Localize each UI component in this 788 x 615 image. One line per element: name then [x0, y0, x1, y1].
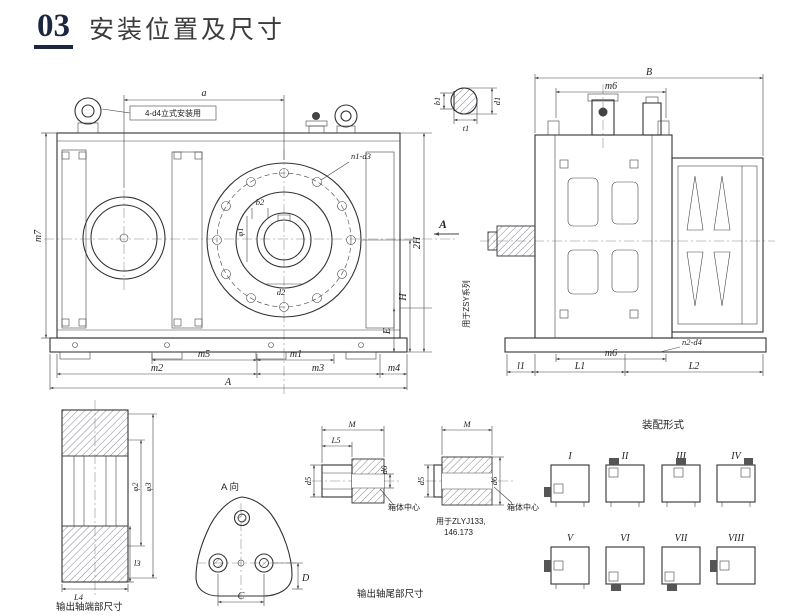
dim-b1-label: b1 — [432, 97, 442, 106]
dim-t1-label: t1 — [463, 123, 470, 133]
dim-m7-label: m7 — [33, 229, 44, 242]
second-shaft-boss — [642, 96, 662, 136]
output-shaft-tail-details: M L5 d5 d6 箱体中心 M — [303, 419, 539, 600]
usage-note-line1: 用于ZLYJ133, — [436, 517, 486, 526]
output-bearing-flange — [206, 162, 362, 318]
front-dimensions: a 4-d4立式安装用 m7 n1-d3 b2 φ1 d2 — [33, 88, 432, 390]
assembly-form-5 — [544, 546, 590, 589]
assembly-form-6 — [605, 546, 645, 591]
note-zsy-series: 用于ZSY系列 — [461, 280, 471, 328]
side-housing — [504, 120, 767, 353]
dim-D-label: D — [301, 573, 310, 584]
dim-M-left-label: M — [347, 419, 356, 429]
dim-a-label: a — [202, 88, 207, 99]
lifting-eye-right — [334, 104, 358, 134]
dim-b2-label: b2 — [256, 197, 265, 207]
side-dimensions: B m6 m6 l1 L1 L2 n2-d4 — [506, 67, 764, 376]
dim-d1-label: d1 — [492, 97, 502, 106]
label-n2-d4: n2-d4 — [682, 337, 703, 347]
dim-L5-label: L5 — [331, 435, 341, 445]
front-housing — [49, 132, 408, 360]
dim-m2-label: m2 — [151, 363, 163, 374]
dim-L1-label: L1 — [574, 361, 586, 372]
dim-e-label: E — [382, 328, 393, 335]
shaft-end-caption: 输出轴端部尺寸 — [56, 601, 123, 613]
dim-B-label: B — [646, 67, 652, 78]
key-section-detail: b1 t1 d1 — [432, 87, 502, 133]
lifting-eye-left — [74, 97, 102, 134]
page-header: 03 安装位置及尺寸 — [34, 10, 285, 49]
dim-phi3-label: φ3 — [143, 483, 153, 492]
front-view: a 4-d4立式安装用 m7 n1-d3 b2 φ1 d2 — [33, 88, 459, 396]
assembly-form-2 — [605, 458, 645, 507]
assembly-form-8 — [710, 546, 756, 585]
fan-housing — [671, 157, 764, 333]
assembly-label-1: I — [567, 451, 572, 462]
breather-vent — [305, 112, 328, 134]
dim-C-label: C — [238, 591, 245, 602]
assembly-forms: 装配形式 I II III IV — [544, 418, 756, 591]
center-note-left: 箱体中心 — [388, 502, 420, 512]
dim-2h-label: 2H — [412, 236, 423, 249]
a-direction-view: A 向 C D — [195, 481, 310, 606]
dim-M-right-label: M — [462, 419, 471, 429]
dim-m3-label: m3 — [312, 363, 324, 374]
dim-m6-bottom-label: m6 — [605, 348, 617, 359]
assembly-label-7: VII — [675, 533, 688, 544]
side-view: b1 t1 d1 — [432, 67, 775, 376]
assembly-label-4: IV — [730, 451, 742, 462]
dim-m6-top-label: m6 — [605, 81, 617, 92]
label-n1-d3: n1-d3 — [351, 151, 371, 161]
dim-d6-left-label: d6 — [379, 465, 389, 474]
assembly-label-5: V — [567, 533, 575, 544]
note-vertical-mount: 4-d4立式安装用 — [145, 108, 201, 118]
assembly-form-1 — [544, 464, 590, 507]
dim-m5-label: m5 — [198, 349, 210, 360]
dim-d6-right-label: d6 — [489, 476, 499, 485]
assembly-label-2: II — [621, 451, 629, 462]
dim-l1-label: l1 — [517, 361, 525, 372]
assembly-label-3: III — [675, 451, 687, 462]
dim-d5-right-label: d5 — [416, 477, 426, 486]
dim-m1-label: m1 — [290, 349, 302, 360]
section-view-indicator: A — [434, 219, 459, 236]
input-bearing-bore — [82, 196, 166, 280]
assembly-title: 装配形式 — [642, 418, 684, 431]
dim-d2-label: d2 — [277, 287, 286, 297]
output-shaft-stub — [487, 225, 536, 257]
shaft-end-view: l3 φ2 φ3 L4 输出轴端部尺寸 — [56, 400, 157, 613]
assembly-form-7 — [661, 546, 701, 591]
dim-phi1-label: φ1 — [235, 228, 245, 237]
dim-phi2-label: φ2 — [130, 482, 140, 492]
tail-caption: 输出轴尾部尺寸 — [357, 588, 424, 600]
dim-h-label: H — [398, 293, 409, 302]
input-shaft-boss — [587, 93, 619, 136]
page-number: 03 — [34, 10, 73, 49]
usage-note-line2: 146.173 — [444, 528, 473, 537]
assembly-form-3 — [661, 458, 701, 507]
assembly-form-4 — [716, 458, 756, 507]
center-note-right: 箱体中心 — [507, 502, 539, 512]
view-arrow-a-label: A — [438, 219, 447, 231]
a-view-label: A 向 — [221, 481, 239, 493]
dim-L2-label: L2 — [688, 361, 700, 372]
dim-L4-label: L4 — [73, 592, 84, 602]
assembly-label-8: VIII — [728, 533, 745, 544]
dim-l3-label: l3 — [134, 558, 141, 568]
page-title: 安装位置及尺寸 — [89, 16, 286, 44]
dim-m4-label: m4 — [388, 363, 400, 374]
assembly-label-6: VI — [620, 533, 630, 544]
dim-d5-left-label: d5 — [303, 477, 313, 486]
dim-A-label: A — [224, 377, 232, 388]
